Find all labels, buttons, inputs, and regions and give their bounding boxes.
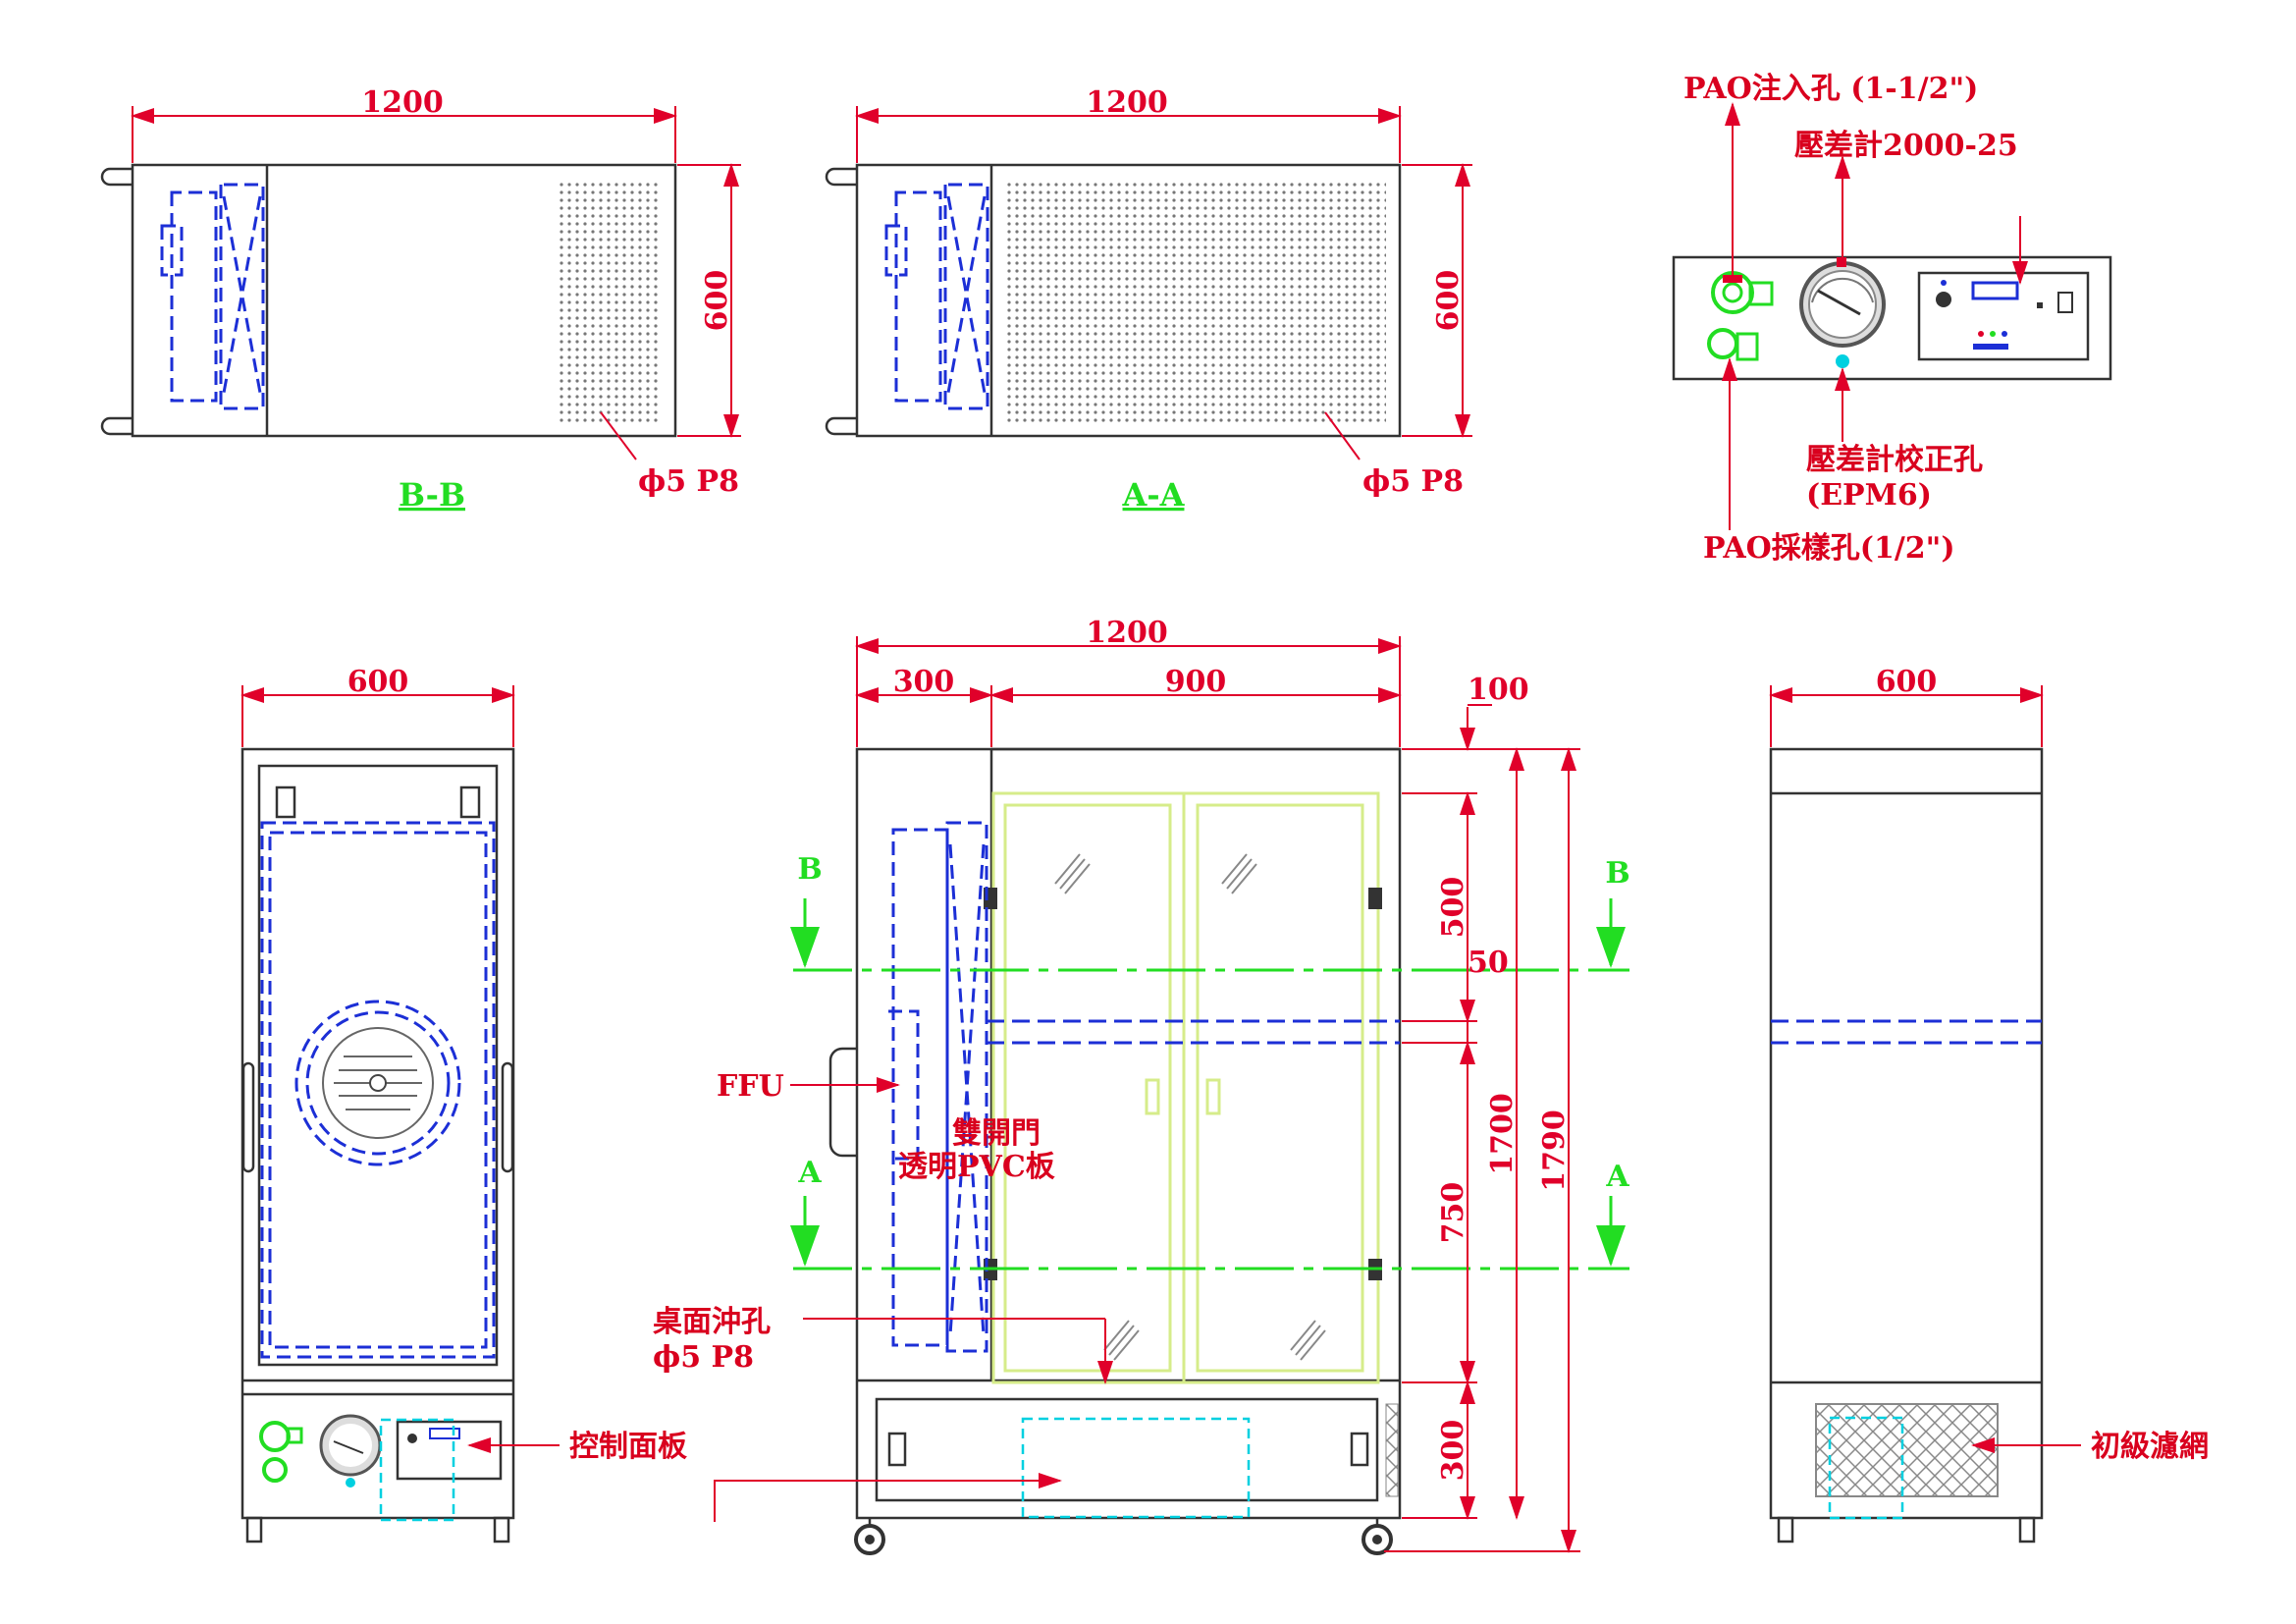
- front-dim-1790: 1790: [1537, 1110, 1572, 1192]
- section-a-left: A: [797, 1156, 822, 1190]
- section-a-right: A: [1605, 1160, 1629, 1194]
- door-label-1: 雙開門: [952, 1116, 1041, 1151]
- front-dim-500: 500: [1436, 877, 1470, 939]
- pao-sample-label: PAO採樣孔(1/2"): [1703, 531, 1955, 566]
- front-dim-100: 100: [1468, 673, 1529, 707]
- section-b-left: B: [797, 852, 822, 887]
- fan-icon: [294, 1000, 461, 1166]
- aa-dim-width: 1200: [1086, 85, 1168, 120]
- front-dim-50: 50: [1468, 946, 1509, 980]
- right-dim-width: 600: [1876, 665, 1938, 699]
- front-dim-300: 300: [1436, 1420, 1470, 1482]
- table-label-1: 桌面沖孔: [653, 1305, 771, 1339]
- panel-detail: PAO注入孔 (1-1/2") 壓差計2000-25 壓差計校正孔 (EPM6)…: [1672, 72, 2112, 566]
- top-view-bb: 1200 600 ϕ5 P8 B-B: [100, 85, 741, 514]
- bb-hole-note: ϕ5 P8: [638, 464, 739, 499]
- front-dim-right: 900: [1165, 665, 1227, 699]
- control-panel-label: 控制面板: [569, 1430, 687, 1464]
- front-view: B B A A 1200 300 900 100 500 50 750 300 …: [653, 616, 1630, 1555]
- right-side-view: 600 初級濾網: [1769, 665, 2209, 1543]
- prefilter-label: 初級濾網: [2091, 1430, 2209, 1464]
- door-label-2: 透明PVC板: [898, 1150, 1055, 1184]
- front-ffu-hidden: [888, 821, 988, 1353]
- panel-controls-box: [1917, 271, 2090, 361]
- gauge-cal-label-2: (EPM6): [1806, 478, 1932, 513]
- aa-dim-height: 600: [1431, 270, 1466, 332]
- bb-dim-height: 600: [700, 270, 734, 332]
- table-label-2: ϕ5 P8: [653, 1340, 754, 1375]
- bb-section-title: B-B: [399, 476, 465, 514]
- pressure-gauge-icon: [1799, 257, 1886, 368]
- front-dim-total: 1200: [1086, 616, 1168, 650]
- aa-ffu-hidden: [884, 183, 989, 410]
- bb-ffu-hidden: [160, 183, 265, 410]
- left-dim-width: 600: [347, 665, 409, 699]
- left-side-view: 600 控制面板: [240, 665, 687, 1543]
- top-view-aa: 1200 600 ϕ5 P8 A-A: [825, 85, 1472, 514]
- aa-hole-note: ϕ5 P8: [1362, 464, 1464, 499]
- pao-inject-label: PAO注入孔 (1-1/2"): [1683, 72, 1978, 106]
- gauge-label: 壓差計2000-25: [1794, 129, 2018, 163]
- front-dim-1700: 1700: [1485, 1093, 1520, 1175]
- bb-dim-width: 1200: [361, 85, 444, 120]
- aa-section-title: A-A: [1122, 476, 1186, 514]
- ffu-label: FFU: [717, 1069, 784, 1104]
- left-panel-icons: [259, 1414, 503, 1522]
- front-dim-left: 300: [893, 665, 955, 699]
- prefilter-mesh: [1815, 1403, 1999, 1497]
- front-dim-750: 750: [1436, 1182, 1470, 1244]
- gauge-cal-label-1: 壓差計校正孔: [1806, 443, 1983, 477]
- section-b-right: B: [1605, 856, 1629, 891]
